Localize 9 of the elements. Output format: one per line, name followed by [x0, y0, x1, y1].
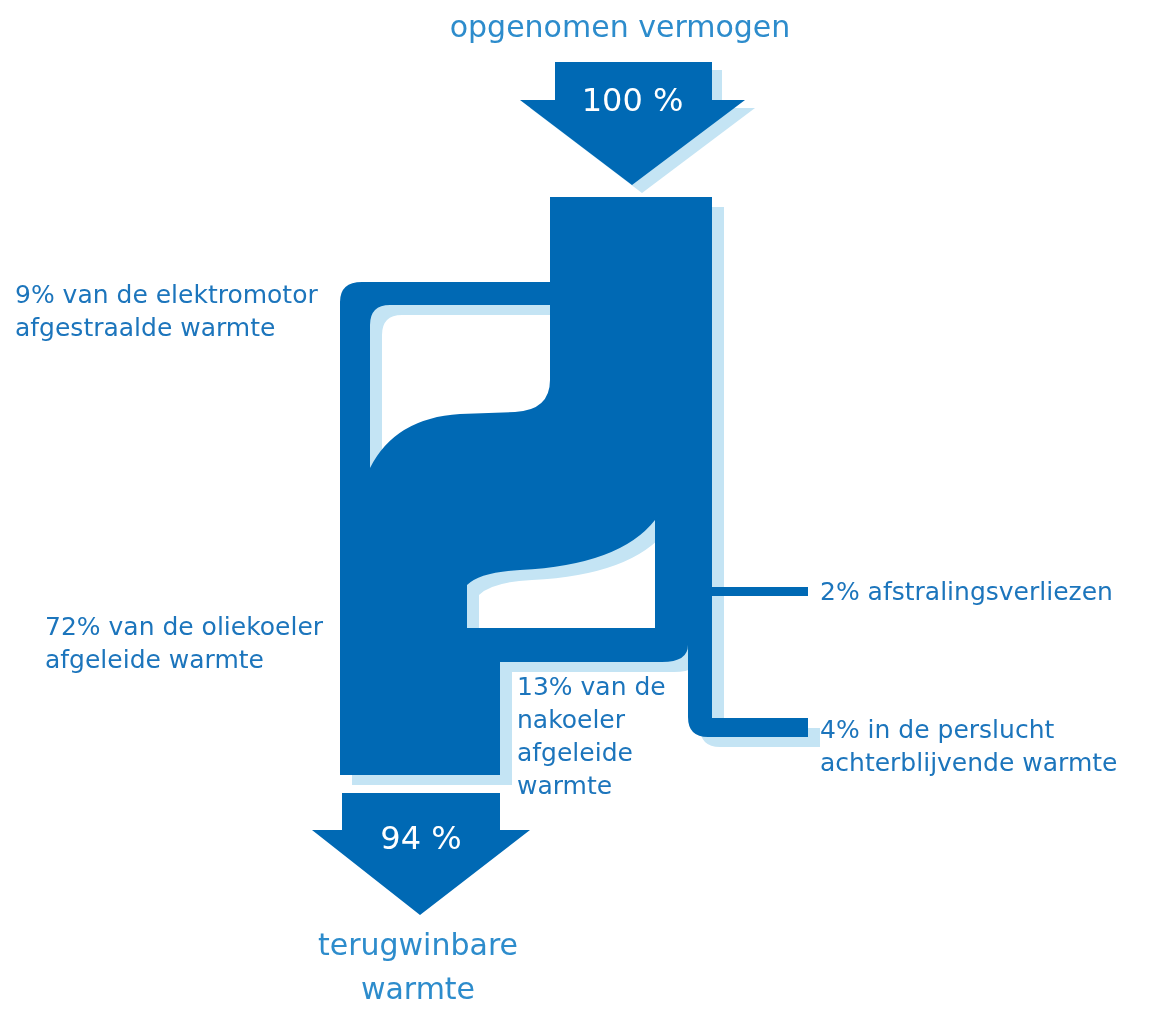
percentage-value: 100 % [580, 80, 685, 120]
flow-heading: terugwinbare warmte [316, 926, 520, 1008]
percentage-value: 94 % [379, 818, 463, 858]
flow-label: 4% in de perslucht achterblijvende warmte [820, 714, 1119, 779]
flow-label: 72% van de oliekoeler afgeleide warmte [45, 611, 325, 676]
flow-label: 2% afstralingsverliezen [820, 576, 1114, 608]
flow-label: 13% van de nakoeler afgeleide warmte [517, 671, 667, 802]
flow-label: 9% van de elektromotor afgestraalde warmte [15, 279, 319, 344]
flow-heading: opgenomen vermogen [448, 8, 792, 46]
